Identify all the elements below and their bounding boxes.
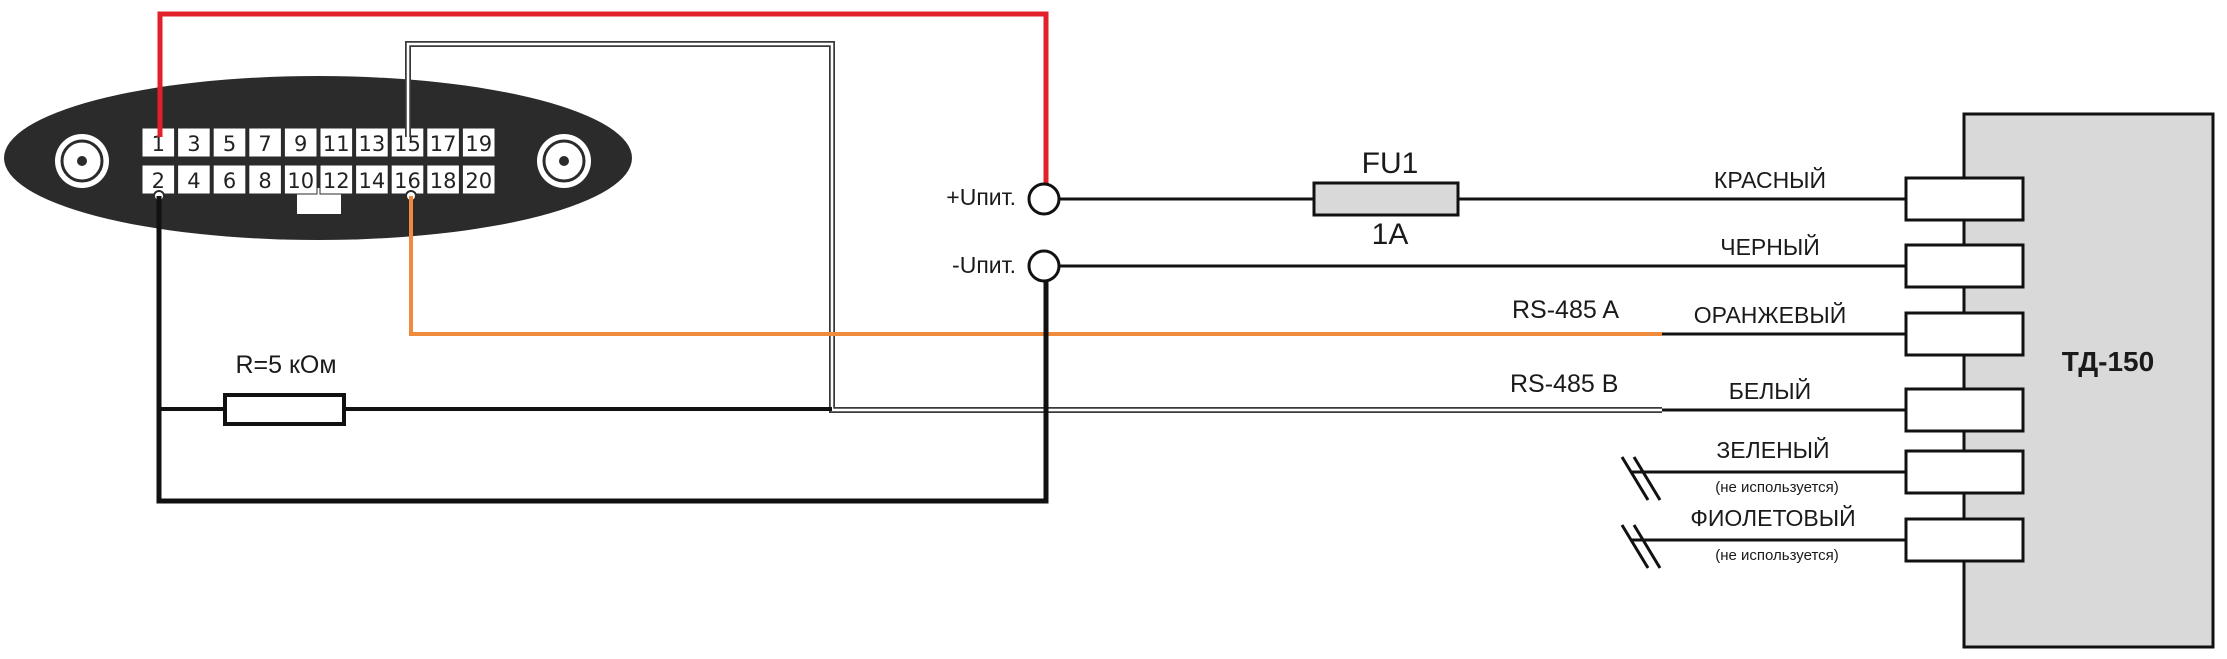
pin-label: 14 xyxy=(359,169,386,193)
wire-green-break-2 xyxy=(1632,456,1662,501)
pin-label: 10 xyxy=(287,169,314,193)
mount-hole-right xyxy=(537,134,591,188)
pin-19: 19 xyxy=(461,127,496,158)
pin-11: 11 xyxy=(319,127,354,158)
wire-red xyxy=(157,11,1049,190)
label-rs485-a: RS-485 A xyxy=(1512,296,1619,324)
mount-hole-left xyxy=(55,134,109,188)
pin-9: 9 xyxy=(283,127,318,158)
wire-violet-break-1 xyxy=(1620,524,1650,569)
pin-3: 3 xyxy=(177,127,211,158)
pin-label: 11 xyxy=(323,132,350,156)
pin-6: 6 xyxy=(212,164,247,195)
wire-color-labels: КРАСНЫЙ ЧЕРНЫЙ ОРАНЖЕВЫЙ БЕЛЫЙ ЗЕЛЕНЫЙ (не ис… xyxy=(1690,166,1855,564)
device-terminal xyxy=(1904,517,2025,563)
wire-color-label: БЕЛЫЙ xyxy=(1729,377,1811,404)
fuse xyxy=(1312,181,1460,217)
wire-green-break-1 xyxy=(1620,456,1650,501)
pin-17: 17 xyxy=(426,127,460,158)
pin-20: 20 xyxy=(461,164,496,195)
pin-label: 17 xyxy=(430,132,457,156)
pin-label: 4 xyxy=(187,169,200,193)
device-terminal xyxy=(1904,449,2025,495)
pin-14: 14 xyxy=(355,164,389,195)
pin-label: 5 xyxy=(223,132,236,156)
pin-8: 8 xyxy=(248,164,282,195)
pin-4: 4 xyxy=(177,164,211,195)
device-terminal xyxy=(1904,311,2025,357)
pin-label: 8 xyxy=(258,169,271,193)
pin-label: 16 xyxy=(394,169,421,193)
pin-label: 6 xyxy=(223,169,236,193)
wire-violet-break-2 xyxy=(1632,524,1662,569)
label-resistor: R=5 кОм xyxy=(235,351,336,379)
pin-2: 2 xyxy=(141,164,176,195)
pin-label: 20 xyxy=(465,169,492,193)
wire-color-label: КРАСНЫЙ xyxy=(1714,166,1826,193)
label-minus-u: -Uпит. xyxy=(952,252,1016,278)
wire-white-outer xyxy=(405,41,1662,413)
terminal-minus xyxy=(1027,249,1061,283)
device-terminal xyxy=(1904,243,2025,289)
pin-7: 7 xyxy=(248,127,282,158)
wire-white-inner xyxy=(406,42,1662,412)
device-terminal xyxy=(1904,176,2025,222)
pin-label: 2 xyxy=(152,169,165,193)
pin-label: 18 xyxy=(430,169,457,193)
terminal-plus xyxy=(1027,182,1061,216)
pin-label: 19 xyxy=(465,132,492,156)
wire-note-label: (не используется) xyxy=(1715,547,1839,564)
pin-18: 18 xyxy=(426,164,460,195)
pin-label: 12 xyxy=(323,169,350,193)
pin-label: 9 xyxy=(294,132,307,156)
pin-label: 1 xyxy=(152,132,165,156)
wire-black-ground xyxy=(156,196,1049,504)
pin-13: 13 xyxy=(355,127,389,158)
device-name: ТД-150 xyxy=(2062,346,2154,377)
label-fuse-name: FU1 xyxy=(1362,147,1419,180)
device-terminal xyxy=(1904,387,2025,433)
label-plus-u: +Uпит. xyxy=(946,184,1016,210)
wire-color-label: ЗЕЛЕНЫЙ xyxy=(1716,436,1829,463)
pin-5: 5 xyxy=(212,127,247,158)
wire-color-label: ФИОЛЕТОВЫЙ xyxy=(1690,504,1855,531)
wire-note-label: (не используется) xyxy=(1715,479,1839,496)
pin-16: 16 xyxy=(390,164,425,195)
pin-label: 3 xyxy=(187,132,200,156)
pin-label: 13 xyxy=(359,132,386,156)
wire-color-label: ОРАНЖЕВЫЙ xyxy=(1694,301,1846,328)
wire-orange xyxy=(409,196,1662,336)
label-rs485-b: RS-485 B xyxy=(1510,370,1618,398)
pin-12: 12 xyxy=(319,164,354,195)
label-fuse-rating: 1A xyxy=(1372,218,1409,251)
resistor xyxy=(223,393,346,426)
wire-color-label: ЧЕРНЫЙ xyxy=(1720,233,1820,260)
pin-10: 10 xyxy=(283,164,318,195)
pin-label: 7 xyxy=(258,132,271,156)
device-terminals xyxy=(1904,176,2025,563)
